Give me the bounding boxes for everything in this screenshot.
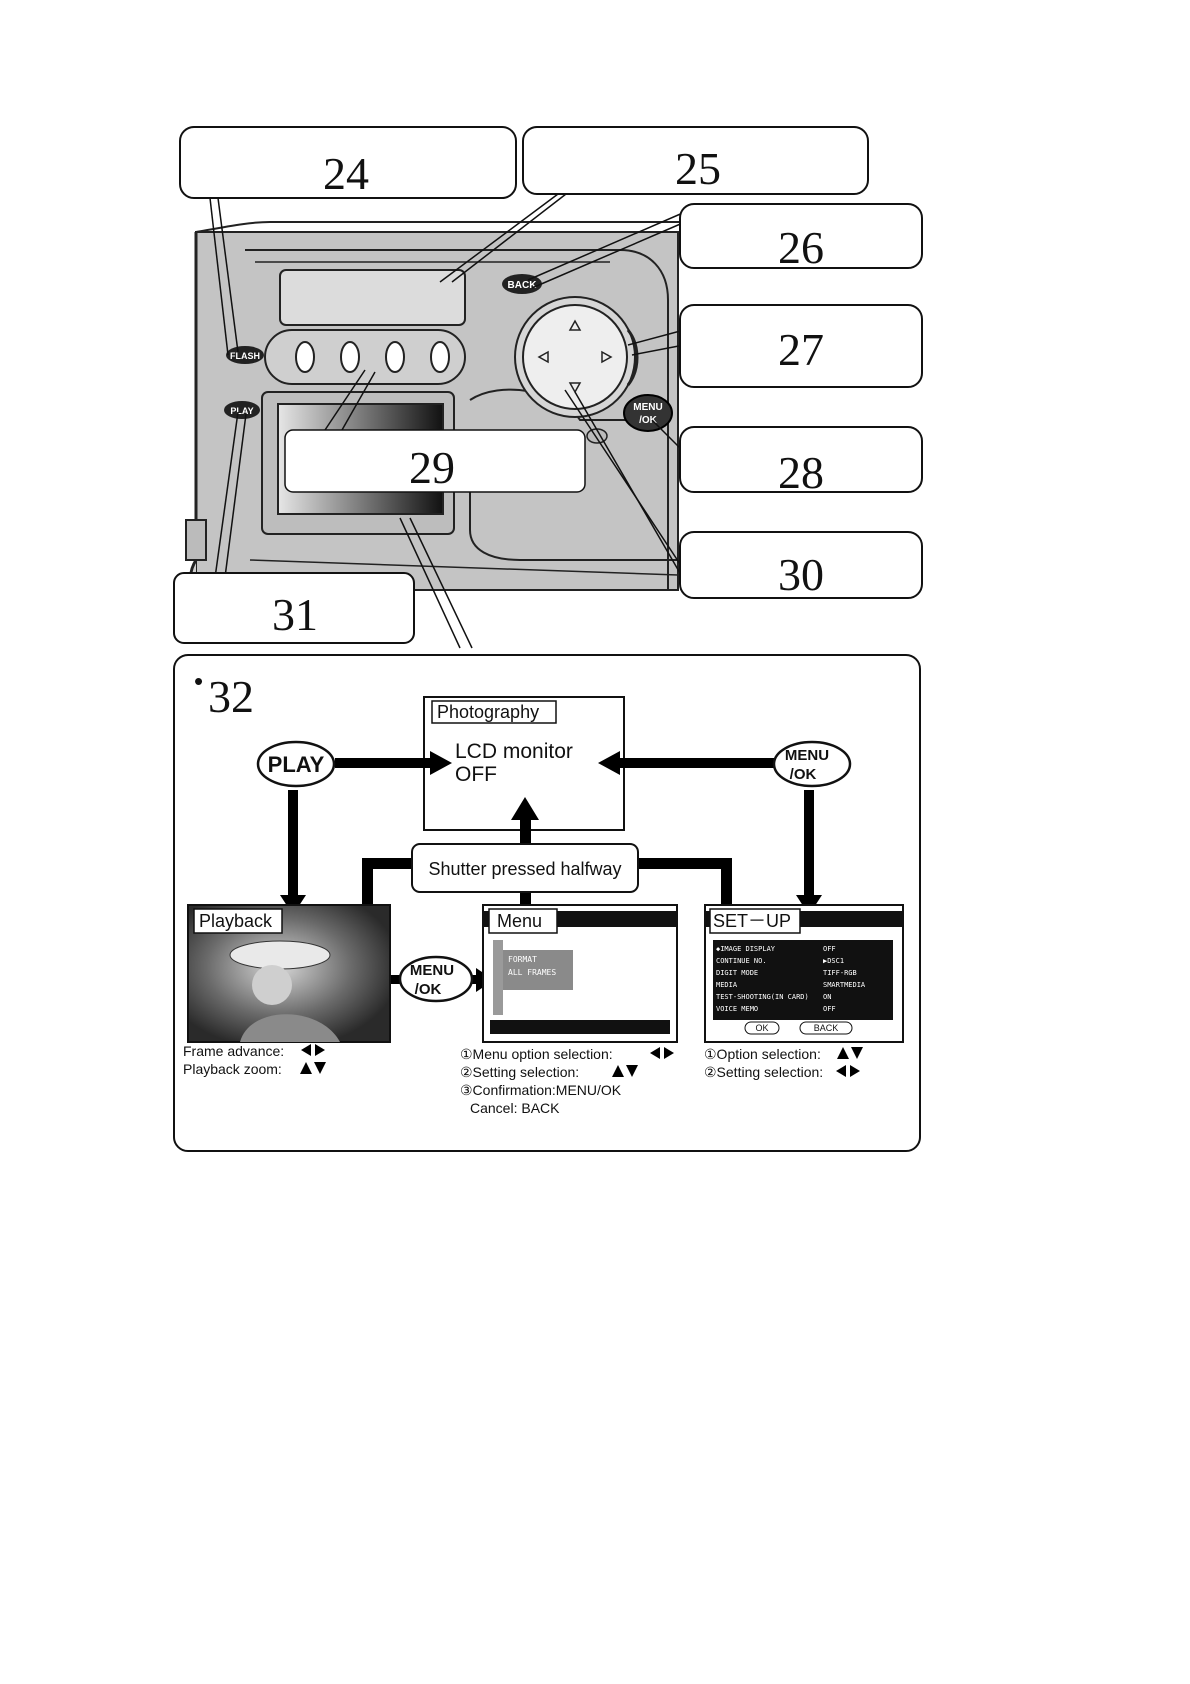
setup-option-label: MEDIA <box>716 981 738 989</box>
svg-text:ALL FRAMES: ALL FRAMES <box>508 968 556 977</box>
svg-text:Photography: Photography <box>437 702 539 722</box>
svg-text:MENU: MENU <box>410 962 454 979</box>
callout-24: 24 <box>179 126 517 199</box>
setup-option-label: CONTINUE NO. <box>716 957 767 965</box>
left-right-arrows-icon <box>836 1065 860 1077</box>
up-down-arrows-icon <box>300 1062 326 1074</box>
svg-text:Cancel: BACK: Cancel: BACK <box>470 1100 560 1116</box>
svg-text:FLASH: FLASH <box>230 351 260 361</box>
svg-text:Menu: Menu <box>497 911 542 931</box>
svg-text:•: • <box>194 666 203 696</box>
svg-text:MENU: MENU <box>633 402 662 413</box>
down-arrow-icon <box>568 382 582 394</box>
setup-option-value: ▶DSC1 <box>823 957 844 965</box>
setup-screen: SET－UP ◆IMAGE DISPLAY OFF CONTINUE NO. ▶DSC… <box>704 904 904 1043</box>
right-arrow-icon <box>601 350 613 364</box>
callout-25: 25 <box>522 126 869 195</box>
svg-text:BACK: BACK <box>814 1023 839 1033</box>
camera-menu-ok-button: MENU /OK <box>623 394 673 432</box>
svg-text:LCD monitor: LCD monitor <box>455 740 573 763</box>
camera-play-button: PLAY <box>224 401 260 419</box>
svg-text:BACK: BACK <box>508 280 538 291</box>
camera-back-illustration: BACK FLASH PLAY MENU /OK <box>185 221 690 591</box>
svg-text:②Setting selection:: ②Setting selection: <box>704 1064 823 1080</box>
setup-option-label: DIGIT MODE <box>716 969 758 977</box>
callout-leader-lines <box>209 193 686 649</box>
monitor-modes-diagram: • 32 Photography LCD monitor OFF <box>173 654 921 1152</box>
svg-text:OK: OK <box>755 1023 768 1033</box>
up-down-arrows-icon <box>837 1047 863 1059</box>
setup-option-label: VOICE MEMO <box>716 1005 758 1013</box>
status-lcd-panel <box>279 269 466 326</box>
setup-option-label: TEST-SHOOTING(IN CARD) <box>716 993 809 1001</box>
shutter-halfway-node: Shutter pressed halfway <box>411 843 639 893</box>
svg-text:25: 25 <box>675 143 721 194</box>
svg-text:/OK: /OK <box>639 415 658 426</box>
left-arrow-icon <box>537 350 549 364</box>
up-down-arrows-icon <box>612 1065 638 1077</box>
svg-text:PLAY: PLAY <box>230 406 253 416</box>
playback-notes: Frame advance: Playback zoom: <box>183 1043 326 1077</box>
svg-text:27: 27 <box>778 324 824 375</box>
callout-28: 28 <box>679 426 923 498</box>
setup-option-value: OFF <box>823 1005 836 1013</box>
setup-option-value: TIFF-RGB <box>823 969 857 977</box>
svg-text:29: 29 <box>409 442 455 493</box>
callout-26: 26 <box>679 203 923 273</box>
svg-text:①Option selection:: ①Option selection: <box>704 1046 821 1062</box>
four-way-control-button <box>522 304 628 410</box>
callout-30: 30 <box>679 531 923 600</box>
setup-notes: ①Option selection: ②Setting selection: <box>704 1046 863 1080</box>
svg-text:SET－UP: SET－UP <box>713 911 791 931</box>
svg-text:24: 24 <box>323 148 369 199</box>
svg-text:Frame advance:: Frame advance: <box>183 1043 284 1059</box>
svg-text:26: 26 <box>778 222 824 273</box>
left-right-arrows-icon <box>301 1044 325 1056</box>
camera-flash-button: FLASH <box>226 346 264 364</box>
setup-option-value: ON <box>823 993 831 1001</box>
menu-screen: Menu FORMAT ALL FRAMES <box>482 904 678 1043</box>
svg-text:FORMAT: FORMAT <box>508 955 537 964</box>
callout-31: 31 <box>173 572 415 644</box>
svg-text:②Setting selection:: ②Setting selection: <box>460 1064 579 1080</box>
menu-notes: ①Menu option selection: ②Setting selecti… <box>460 1046 674 1116</box>
svg-text:/OK: /OK <box>415 981 442 998</box>
function-buttons <box>295 341 450 373</box>
up-arrow-icon <box>568 319 582 331</box>
svg-text:Playback zoom:: Playback zoom: <box>183 1061 282 1077</box>
svg-text:30: 30 <box>778 549 824 600</box>
playback-screen: Playback <box>187 904 391 1043</box>
svg-text:OFF: OFF <box>455 763 497 786</box>
photography-mode-box: Photography LCD monitor OFF <box>423 696 625 831</box>
svg-text:/OK: /OK <box>790 766 817 783</box>
menu-ok-button-node-mid: MENU /OK <box>398 955 474 1003</box>
play-button-node: PLAY <box>256 740 336 788</box>
left-right-arrows-icon <box>650 1047 674 1059</box>
svg-text:Playback: Playback <box>199 911 273 931</box>
menu-ok-button-node-right: MENU /OK <box>772 740 852 788</box>
svg-text:Shutter pressed halfway: Shutter pressed halfway <box>428 859 621 879</box>
svg-text:MENU: MENU <box>785 747 829 764</box>
setup-option-value: SMARTMEDIA <box>823 981 866 989</box>
svg-text:①Menu option selection:: ①Menu option selection: <box>460 1046 613 1062</box>
callout-27: 27 <box>679 304 923 388</box>
setup-option-label: ◆IMAGE DISPLAY <box>716 945 776 953</box>
svg-text:PLAY: PLAY <box>268 752 325 777</box>
diagram-number: 32 <box>208 671 254 722</box>
svg-text:③Confirmation:MENU/OK: ③Confirmation:MENU/OK <box>460 1082 622 1098</box>
svg-text:28: 28 <box>778 447 824 498</box>
svg-text:31: 31 <box>272 589 318 640</box>
setup-option-value: OFF <box>823 945 836 953</box>
callout-29: 29 <box>284 429 586 493</box>
